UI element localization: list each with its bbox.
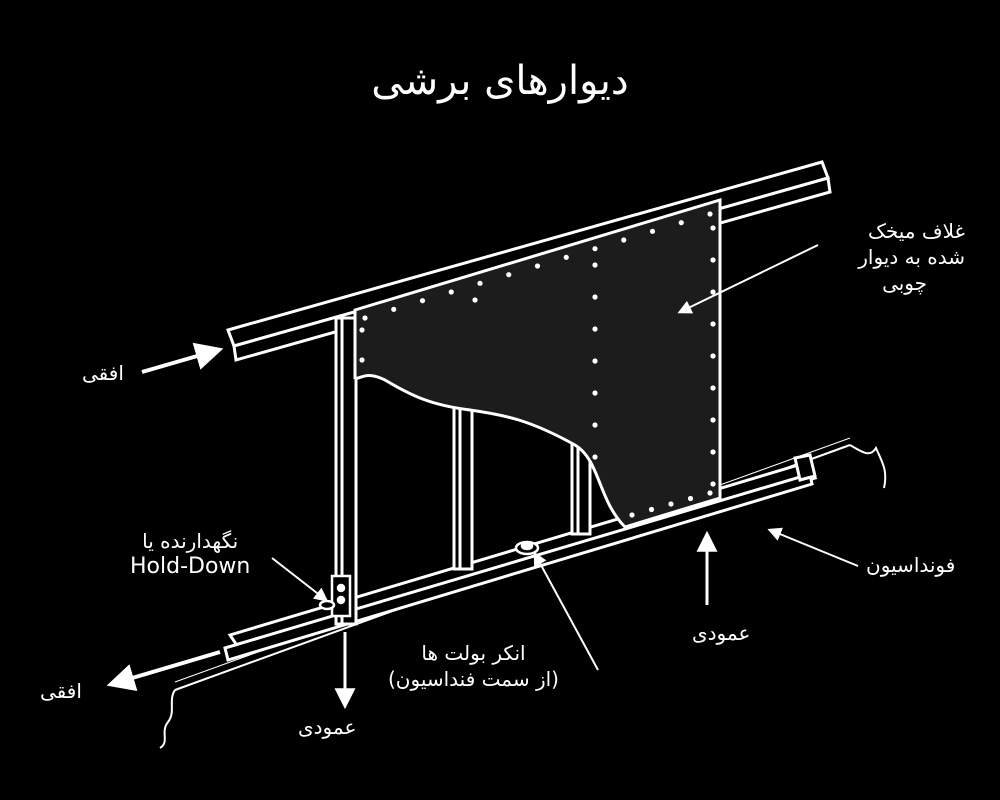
nail-dot <box>629 512 635 518</box>
sheathing-panel <box>353 197 722 529</box>
nail-dot <box>649 228 656 234</box>
nail-dot <box>678 220 684 226</box>
anchor-bolts-label-line-1: انکر بولت ها <box>421 641 526 665</box>
nail-dot <box>710 225 716 231</box>
holddown-leader-arrow <box>271 557 329 602</box>
bottom-horizontal-arrow <box>106 650 221 692</box>
nail-dot <box>359 357 365 363</box>
horizontal-bottom-label: افقی <box>40 679 82 703</box>
horizontal-top-label: افقی <box>82 361 124 385</box>
nail-dot <box>710 385 716 391</box>
nail-dot <box>534 263 541 269</box>
nail-dot <box>710 353 716 359</box>
anchor-leader-arrow <box>533 551 599 671</box>
nail-dot <box>592 390 598 396</box>
nail-dot <box>710 257 716 263</box>
nail-dot <box>710 417 716 423</box>
nail-dot <box>592 262 598 268</box>
sheathing-label-line-1: غلاف میخک <box>867 219 965 243</box>
nail-dot <box>419 298 426 304</box>
sheathing-label-line-3: چوبی <box>882 271 927 295</box>
nail-dot <box>391 306 397 312</box>
nail-dot <box>621 237 627 243</box>
nail-dot <box>710 289 716 295</box>
holddown-hardware <box>318 574 352 618</box>
nail-dot <box>687 495 694 502</box>
foundation-leader-arrow <box>767 527 859 567</box>
sheathing-leader-arrow <box>677 244 819 314</box>
nail-dot <box>506 272 512 278</box>
holddown-label: نگهدارنده یا Hold-Down <box>130 528 250 580</box>
nail-dot <box>710 481 716 487</box>
sheathing-label: غلاف میخک شده به دیوار چوبی <box>858 218 965 296</box>
nail-dot <box>359 327 365 333</box>
nail-dot <box>668 501 674 507</box>
foundation-break-left <box>159 689 176 749</box>
anchor-bolts-label-line-2: (از سمت فنداسیون) <box>388 667 559 691</box>
nail-dot <box>563 254 569 260</box>
holddown-label-line-1: نگهدارنده یا <box>142 529 239 553</box>
sheathing-nails <box>359 211 716 518</box>
nail-dot <box>648 506 655 513</box>
vertical-left-label: عمودی <box>298 715 357 739</box>
nail-dot <box>592 326 598 332</box>
nail-dot <box>472 297 478 303</box>
vertical-right-label: عمودی <box>692 621 751 645</box>
nail-dot <box>362 315 368 321</box>
nail-dot <box>592 246 598 252</box>
nail-dot <box>477 280 483 286</box>
top-horizontal-arrow <box>141 342 224 374</box>
nail-dot <box>592 454 598 460</box>
holddown-label-line-2: Hold-Down <box>130 554 251 579</box>
nail-dot <box>448 289 454 295</box>
sheathing-label-line-2: شده به دیوار <box>858 245 965 269</box>
nail-dot <box>592 294 598 300</box>
foundation-break-right <box>849 444 887 489</box>
anchor-bolts-label: انکر بولت ها (از سمت فنداسیون) <box>388 640 559 692</box>
nail-dot <box>707 490 713 496</box>
nail-dot <box>592 422 598 428</box>
foundation-label: فونداسیون <box>866 553 956 577</box>
nail-dot <box>710 321 716 327</box>
nail-dot <box>592 358 598 364</box>
nail-dot <box>707 211 713 217</box>
diagram-title: دیوارهای برشی <box>371 58 629 104</box>
anchor-bolt <box>514 540 540 556</box>
nail-dot <box>710 449 716 455</box>
